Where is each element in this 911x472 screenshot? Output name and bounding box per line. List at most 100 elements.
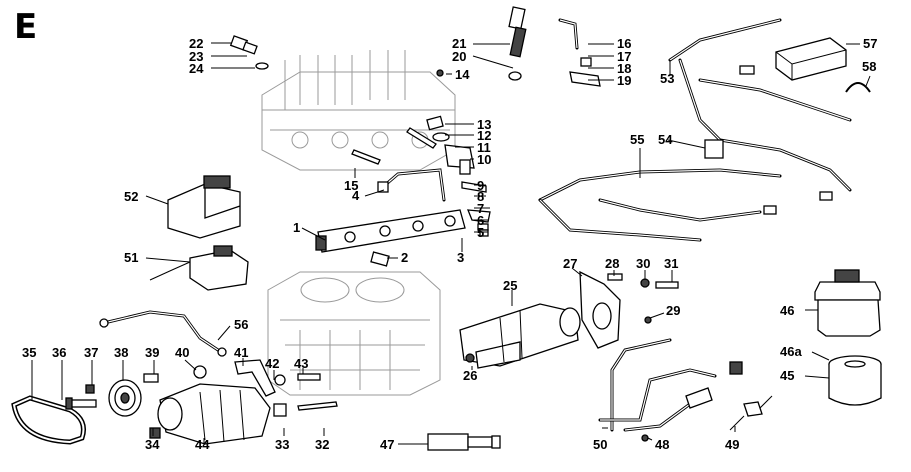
callout-52: 52 bbox=[124, 189, 138, 204]
part-31-bolt bbox=[655, 281, 679, 289]
callout-41: 41 bbox=[234, 345, 248, 360]
callout-8: 8 bbox=[477, 189, 484, 204]
callout-24: 24 bbox=[189, 61, 204, 76]
callout-25: 25 bbox=[503, 278, 517, 293]
part-37-nut bbox=[85, 384, 95, 394]
callout-49: 49 bbox=[725, 437, 739, 452]
callout-7: 7 bbox=[477, 201, 484, 216]
part-15-rods bbox=[351, 127, 437, 165]
part-32-pin bbox=[297, 401, 338, 411]
callout-19: 19 bbox=[617, 73, 631, 88]
callout-35: 35 bbox=[22, 345, 36, 360]
callout-12: 12 bbox=[477, 128, 491, 143]
callout-4: 4 bbox=[352, 188, 360, 203]
engine-block-ghost bbox=[267, 271, 441, 396]
callout-labels: 22 23 24 21 20 16 17 18 19 14 13 12 11 1… bbox=[22, 36, 877, 452]
callout-5: 5 bbox=[477, 225, 484, 240]
part-39-spacer bbox=[143, 373, 159, 383]
callout-55: 55 bbox=[630, 132, 644, 147]
part-57-ecu bbox=[775, 37, 847, 81]
part-45-filter-cartridge bbox=[828, 355, 882, 406]
part-34-nut bbox=[149, 427, 161, 439]
callout-40: 40 bbox=[175, 345, 189, 360]
callout-46a: 46a bbox=[780, 344, 802, 359]
part-25-starter bbox=[459, 303, 581, 369]
callout-1: 1 bbox=[293, 220, 300, 235]
part-33-bush bbox=[273, 403, 287, 417]
callout-38: 38 bbox=[114, 345, 128, 360]
callout-53: 53 bbox=[660, 71, 674, 86]
callout-16: 16 bbox=[617, 36, 631, 51]
callout-21: 21 bbox=[452, 36, 466, 51]
section-letter: E bbox=[14, 7, 37, 47]
callout-9: 9 bbox=[477, 178, 484, 193]
callout-26: 26 bbox=[463, 368, 477, 383]
callout-39: 39 bbox=[145, 345, 159, 360]
valve-stems-ghost bbox=[284, 50, 406, 110]
callout-18: 18 bbox=[617, 61, 631, 76]
callout-15: 15 bbox=[344, 178, 358, 193]
part-38-pulley bbox=[108, 379, 142, 417]
leader-lines bbox=[31, 42, 871, 445]
part-47-pump bbox=[427, 433, 501, 451]
part-26-nut bbox=[465, 353, 475, 363]
callout-13: 13 bbox=[477, 117, 491, 132]
part-52-module bbox=[167, 175, 241, 239]
callout-20: 20 bbox=[452, 49, 466, 64]
part-44-alternator bbox=[157, 383, 271, 445]
callout-14: 14 bbox=[455, 67, 470, 82]
callout-50: 50 bbox=[593, 437, 607, 452]
part-41-bracket bbox=[234, 359, 321, 397]
callout-43: 43 bbox=[294, 356, 308, 371]
part-22-sensor bbox=[229, 35, 269, 70]
callout-17: 17 bbox=[617, 49, 631, 64]
callout-30: 30 bbox=[636, 256, 650, 271]
part-50-pipes bbox=[598, 338, 743, 432]
part-58-clip bbox=[845, 82, 871, 93]
callout-28: 28 bbox=[605, 256, 619, 271]
callout-46: 46 bbox=[780, 303, 794, 318]
part-2-clip bbox=[370, 251, 390, 267]
part-49-filter bbox=[729, 395, 773, 431]
callout-51: 51 bbox=[124, 250, 138, 265]
callout-58: 58 bbox=[862, 59, 876, 74]
part-46-filter-housing bbox=[814, 269, 881, 337]
callout-56: 56 bbox=[234, 317, 248, 332]
callout-31: 31 bbox=[664, 256, 678, 271]
part-51-actuator bbox=[149, 245, 249, 291]
callout-23: 23 bbox=[189, 49, 203, 64]
callout-42: 42 bbox=[265, 356, 279, 371]
part-48-nut bbox=[641, 434, 649, 442]
part-35-belt bbox=[11, 395, 86, 445]
part-30-nut bbox=[640, 278, 650, 288]
part-21-injector bbox=[508, 6, 527, 81]
part-4-pipe bbox=[377, 168, 446, 202]
callout-36: 36 bbox=[52, 345, 66, 360]
part-56-cable bbox=[99, 310, 227, 357]
part-53-harness bbox=[668, 18, 852, 201]
callout-32: 32 bbox=[315, 437, 329, 452]
callout-33: 33 bbox=[275, 437, 289, 452]
callout-47: 47 bbox=[380, 437, 394, 452]
part-36-bolt bbox=[65, 397, 97, 410]
callout-29: 29 bbox=[666, 303, 680, 318]
callout-37: 37 bbox=[84, 345, 98, 360]
part-14-bolt bbox=[436, 69, 444, 77]
callout-54: 54 bbox=[658, 132, 673, 147]
callout-22: 22 bbox=[189, 36, 203, 51]
callout-48: 48 bbox=[655, 437, 669, 452]
part-1-fuel-rail bbox=[315, 209, 466, 253]
callout-6: 6 bbox=[477, 213, 484, 228]
part-28-bolt bbox=[607, 273, 623, 281]
callout-27: 27 bbox=[563, 256, 577, 271]
callout-2: 2 bbox=[401, 250, 408, 265]
part-16-pipe bbox=[558, 18, 601, 87]
callout-3: 3 bbox=[457, 250, 464, 265]
callout-57: 57 bbox=[863, 36, 877, 51]
part-55-harness bbox=[538, 168, 782, 242]
callout-10: 10 bbox=[477, 152, 491, 167]
part-7-fitting bbox=[461, 181, 491, 237]
callout-11: 11 bbox=[477, 140, 491, 155]
